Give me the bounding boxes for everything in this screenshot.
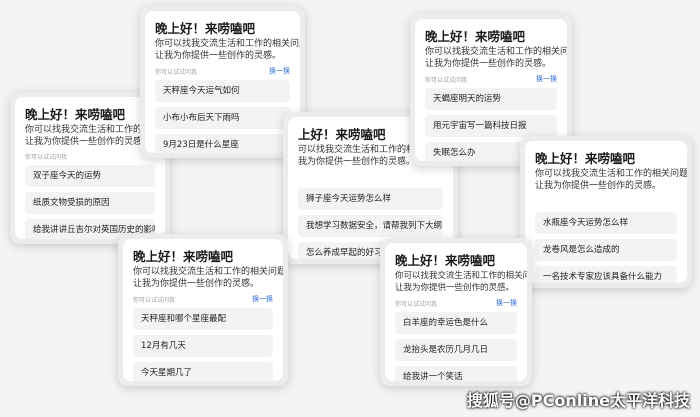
greeting-desc-line1: 你可以找我交流生活和工作的相关问题, xyxy=(155,39,300,49)
assistant-card: 晚上好！来唠嗑吧 你可以找我交流生活和工作的相关问题, 让我为你提供一些创作的灵… xyxy=(140,6,305,158)
hint-label: 你可以试试问我 xyxy=(425,76,468,84)
hint-row xyxy=(535,196,677,208)
suggestion-item[interactable]: 给我讲一个笑话 xyxy=(395,366,517,381)
greeting-desc-line1: 你可以找我交流生活和工作的相关问题, xyxy=(425,47,567,57)
suggestion-item[interactable]: 我想学习数据安全，请帮我列下大纲 xyxy=(298,215,443,237)
suggestion-item[interactable]: 用元宇宙写一篇科技日报 xyxy=(425,115,557,137)
hint-label: 你可以试试问我 xyxy=(395,300,438,308)
refresh-button[interactable]: 换一换 xyxy=(536,75,557,83)
suggestion-item[interactable]: 一名技术专家应该具备什么能力 xyxy=(535,266,677,283)
suggestion-item[interactable]: 白羊座的幸运色是什么 xyxy=(395,312,517,334)
suggestion-item[interactable]: 龙抬头是农历几月几日 xyxy=(395,339,517,361)
greeting-desc-line1: 你可以找我交流生活和工作的相关问题, xyxy=(25,125,165,135)
assistant-card: 晚上好！来唠嗑吧 你可以找我交流生活和工作的相关问题, 让我为你提供一些创作的灵… xyxy=(118,234,288,386)
source-watermark: 搜狐号@PConline太平洋科技 xyxy=(466,391,690,410)
greeting-title: 晚上好！来唠嗑吧 xyxy=(133,249,234,264)
refresh-button[interactable]: 换一换 xyxy=(252,295,273,303)
greeting-desc-line2: 让我为你提供一些创作的灵感。 xyxy=(395,283,515,293)
card-panel: 上好！来唠嗑吧 可以找我交流生活和工作的相关问题, 我为你提供一些创作的灵感。 … xyxy=(288,117,453,259)
hint-row xyxy=(298,172,443,184)
suggestion-item[interactable]: 给我讲讲丘吉尔对英国历史的影响 xyxy=(25,219,155,239)
greeting-desc-line2: 让我为你提供一些创作的灵感。 xyxy=(133,279,260,289)
hint-row: 你可以试试问我 换一换 xyxy=(395,298,517,308)
suggestion-item[interactable]: 天蝎座明天的运势 xyxy=(425,88,557,110)
greeting-desc-line2: 让我为你提供一些创作的灵感。 xyxy=(535,181,662,191)
greeting-title: 晚上好！来唠嗑吧 xyxy=(425,29,526,44)
greeting-title: 晚上好！来唠嗑吧 xyxy=(395,253,496,268)
hint-label: 你可以试试问我 xyxy=(155,68,198,76)
greeting-desc-line2: 让我为你提供一些创作的灵感。 xyxy=(155,51,282,61)
suggestion-item[interactable]: 水瓶座今天运势怎么样 xyxy=(535,212,677,234)
greeting-desc-line2: 让我为你提供一些创作的灵感。 xyxy=(425,59,552,69)
hint-row: 你可以试试问我 换一换 xyxy=(425,74,557,84)
assistant-card: 晚上好！来唠嗑吧 你可以找我交流生活和工作的相关问题, 让我为你提供一些创作的灵… xyxy=(410,14,572,166)
greeting-title: 上好！来唠嗑吧 xyxy=(298,127,386,142)
greeting-title: 晚上好！来唠嗑吧 xyxy=(535,151,636,166)
hint-label: 你可以试试问我 xyxy=(133,296,176,304)
greeting-desc-line2: 我为你提供一些创作的灵感。 xyxy=(298,157,416,167)
greeting-desc-line1: 你可以找我交流生活和工作的相关问题, xyxy=(395,271,527,281)
refresh-button[interactable]: 换一换 xyxy=(269,67,290,75)
suggestion-item[interactable]: 双子座今天的运势 xyxy=(25,165,155,187)
greeting-desc-line1: 可以找我交流生活和工作的相关问题, xyxy=(298,145,445,155)
card-panel: 晚上好！来唠嗑吧 你可以找我交流生活和工作的相关问题, 让我为你提供一些创作的灵… xyxy=(525,141,687,283)
suggestion-item[interactable]: 纸质文物受损的原因 xyxy=(25,192,155,214)
greeting-title: 晚上好！来唠嗑吧 xyxy=(25,107,126,122)
suggestion-item[interactable]: 9月23日是什么星座 xyxy=(155,134,290,153)
hint-label: 你可以试试问我 xyxy=(25,154,68,161)
hint-row: 你可以试试问我 换一换 xyxy=(133,294,273,304)
assistant-card: 晚上好！来唠嗑吧 你可以找我交流生活和工作的相关问题, 让我为你提供一些创作的灵… xyxy=(520,136,692,288)
assistant-card: 晚上好！来唠嗑吧 你可以找我交流生活和工作的相关问题, 让我为你提供一些创作的灵… xyxy=(380,238,532,386)
greeting-desc-line1: 你可以找我交流生活和工作的相关问题, xyxy=(133,267,283,277)
suggestion-item[interactable]: 龙卷风是怎么造成的 xyxy=(535,239,677,261)
suggestion-item[interactable]: 今天星期几了 xyxy=(133,362,273,381)
suggestion-item[interactable]: 天秤座今天运气如何 xyxy=(155,80,290,102)
greeting-desc-line1: 你可以找我交流生活和工作的相关问题, xyxy=(535,169,687,179)
greeting-desc-line2: 让我为你提供一些创作的灵感。 xyxy=(25,137,152,147)
card-panel: 晚上好！来唠嗑吧 你可以找我交流生活和工作的相关问题, 让我为你提供一些创作的灵… xyxy=(145,11,300,153)
suggestion-item[interactable]: 12月有几天 xyxy=(133,335,273,357)
hint-row: 你可以试试问我 换一换 xyxy=(155,66,290,76)
refresh-button[interactable]: 换一换 xyxy=(496,299,517,307)
suggestion-item[interactable]: 天秤座和哪个星座最配 xyxy=(133,308,273,330)
suggestion-item[interactable]: 小布小布后天下雨吗 xyxy=(155,107,290,129)
card-panel: 晚上好！来唠嗑吧 你可以找我交流生活和工作的相关问题, 让我为你提供一些创作的灵… xyxy=(123,239,283,381)
hint-row: 你可以试试问我 xyxy=(25,152,155,161)
card-panel: 晚上好！来唠嗑吧 你可以找我交流生活和工作的相关问题, 让我为你提供一些创作的灵… xyxy=(385,243,527,381)
suggestion-item[interactable]: 狮子座今天运势怎么样 xyxy=(298,188,443,210)
greeting-title: 晚上好！来唠嗑吧 xyxy=(155,21,256,36)
